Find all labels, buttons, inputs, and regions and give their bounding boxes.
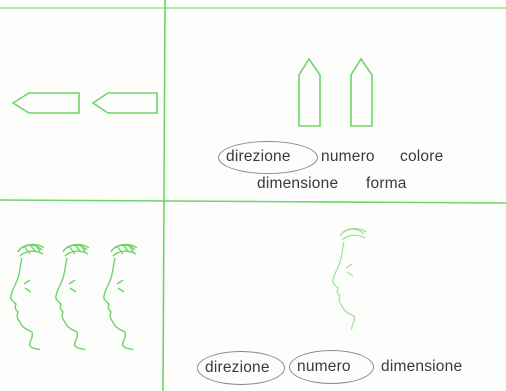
face-profile-icon xyxy=(103,243,138,351)
bottom-left-faces xyxy=(10,243,138,351)
circle-mark xyxy=(218,141,318,174)
face-profile-icon xyxy=(332,227,367,331)
arrow-pentagon-icon xyxy=(11,92,80,114)
tower-pentagon-icon xyxy=(350,57,373,127)
word-numero: numero xyxy=(297,358,351,375)
top-left-arrows xyxy=(11,92,158,114)
top-right-towers xyxy=(298,57,373,127)
word-direzione: direzione xyxy=(226,148,291,165)
circle-mark xyxy=(289,350,374,384)
face-profile-icon xyxy=(55,243,90,351)
bottom-right-face xyxy=(332,227,367,331)
word-colore: colore xyxy=(400,148,444,165)
arrow-pentagon-icon xyxy=(91,92,158,114)
word-direzione: direzione xyxy=(205,359,270,376)
face-profile-icon xyxy=(10,243,45,351)
word-numero: numero xyxy=(321,148,375,165)
word-dimensione: dimensione xyxy=(381,358,463,375)
word-forma: forma xyxy=(366,175,407,192)
word-dimensione: dimensione xyxy=(257,175,339,192)
circle-mark xyxy=(197,351,285,385)
tower-pentagon-icon xyxy=(298,57,321,127)
